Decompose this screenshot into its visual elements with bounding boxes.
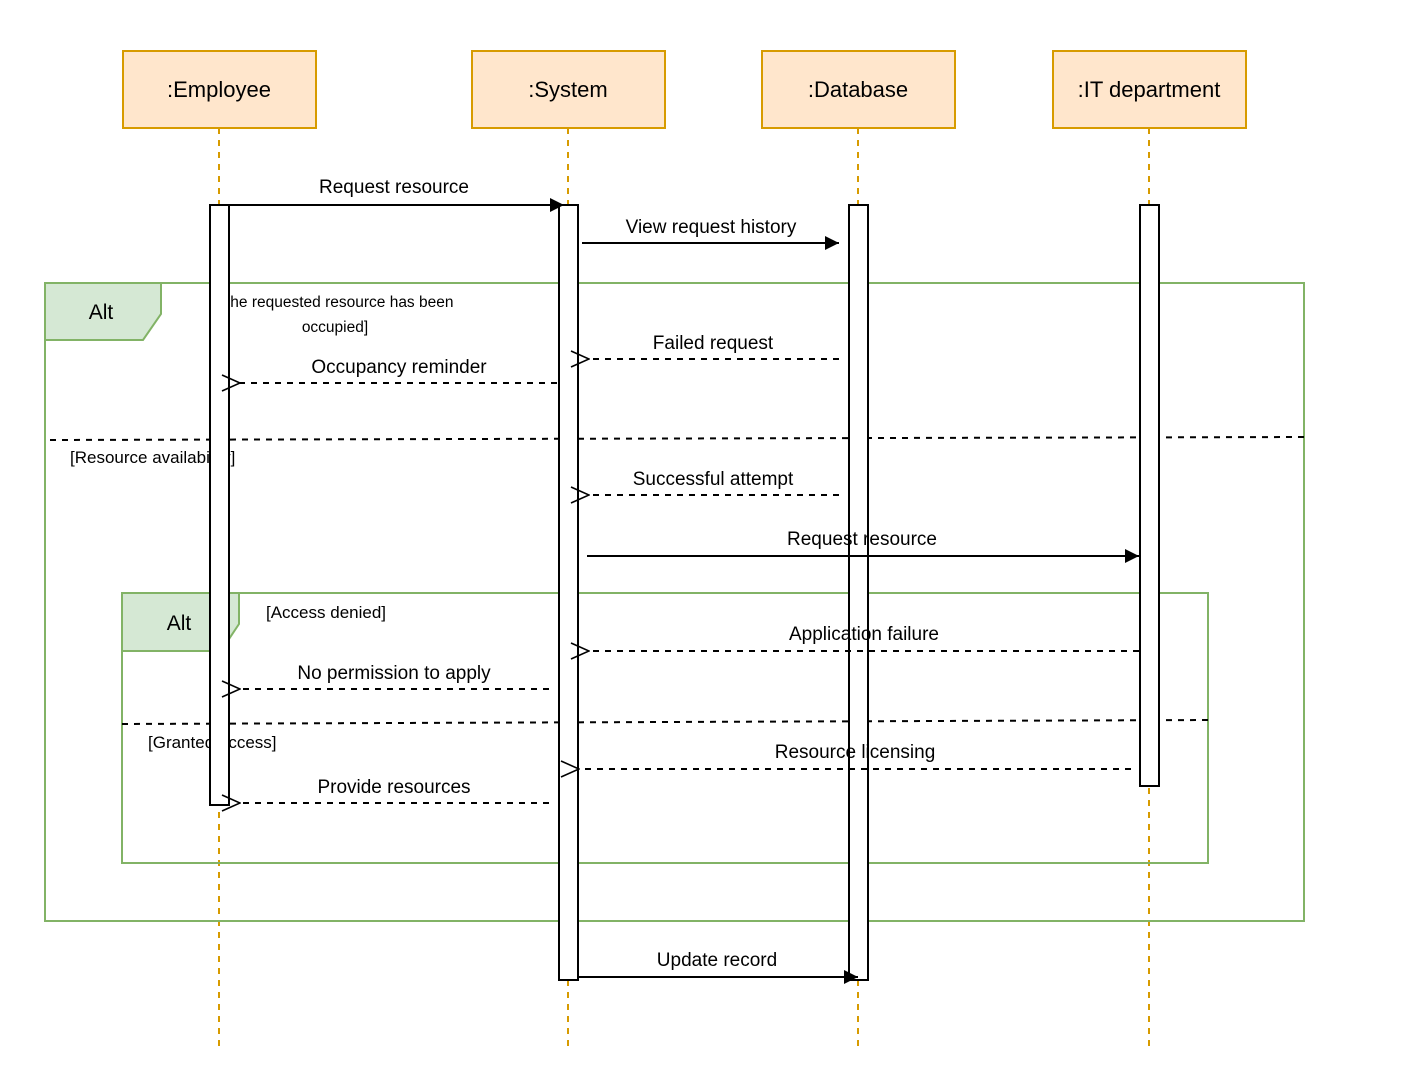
alt-frame-outer-tag-label: Alt [89, 301, 114, 324]
participants: :Employee :System :Database :IT departme… [122, 50, 1247, 129]
alt-frame-inner-tag-label: Alt [167, 612, 192, 635]
message-request-resource-label: Request resource [319, 177, 469, 198]
alt-frame-outer-guard-1-line-2: occupied] [302, 319, 368, 336]
message-application-failure[interactable]: Application failure [589, 624, 1139, 651]
alt-frame-inner-border [121, 592, 1209, 864]
message-no-permission[interactable]: No permission to apply [240, 663, 549, 689]
message-update-record-label: Update record [657, 950, 777, 971]
message-successful-attempt[interactable]: Successful attempt [589, 469, 839, 495]
lifelines [218, 128, 1150, 1052]
participant-system-box [471, 50, 666, 129]
alt-frame-inner-guard-1: [Access denied] [266, 603, 386, 622]
messages: Request resource View request history Fa… [229, 177, 1139, 984]
message-application-failure-label: Application failure [789, 624, 939, 645]
message-resource-licensing[interactable]: Resource licensing [579, 742, 1131, 769]
participant-it[interactable]: :IT department [1052, 50, 1247, 129]
message-failed-request[interactable]: Failed request [589, 333, 839, 359]
message-view-request-history[interactable]: View request history [582, 217, 839, 250]
participant-database[interactable]: :Database [761, 50, 956, 129]
message-request-resource-it[interactable]: Request resource [587, 529, 1139, 563]
activation-bar-database [848, 204, 869, 981]
alt-frame-outer-border [44, 282, 1305, 922]
alt-frame-inner-separator [121, 719, 1209, 725]
message-provide-resources-label: Provide resources [317, 777, 470, 798]
participant-employee[interactable]: :Employee [122, 50, 317, 129]
activation-bar-employee [209, 204, 230, 806]
alt-frame-outer-guard-2: [Resource availability] [70, 448, 235, 467]
alt-frame-inner: Alt [Access denied] [Granted access] [121, 592, 1209, 864]
message-resource-licensing-label: Resource licensing [775, 742, 936, 763]
message-occupancy-reminder-label: Occupancy reminder [311, 357, 487, 378]
participant-it-label: :IT department [1078, 77, 1221, 102]
activation-bar-system [558, 204, 579, 981]
participant-system[interactable]: :System [471, 50, 666, 129]
message-view-request-history-label: View request history [626, 217, 797, 238]
alt-frame-outer-separator [49, 436, 1305, 441]
alt-frame-outer: Alt [The requested resource has been occ… [44, 282, 1305, 922]
participant-it-box [1052, 50, 1247, 129]
message-failed-request-label: Failed request [653, 333, 774, 354]
message-occupancy-reminder[interactable]: Occupancy reminder [240, 357, 557, 383]
participant-employee-box [122, 50, 317, 129]
message-successful-attempt-label: Successful attempt [633, 469, 794, 490]
participant-employee-label: :Employee [167, 77, 271, 102]
message-request-resource[interactable]: Request resource [229, 177, 564, 212]
message-request-resource-it-label: Request resource [787, 529, 937, 550]
alt-frame-outer-tag [44, 282, 162, 341]
participant-database-box [761, 50, 956, 129]
activation-bar-it [1139, 204, 1160, 787]
message-provide-resources[interactable]: Provide resources [240, 777, 549, 803]
message-no-permission-label: No permission to apply [297, 663, 491, 684]
participant-database-label: :Database [808, 77, 908, 102]
participant-system-label: :System [528, 77, 607, 102]
alt-frame-outer-guard-1: [The requested resource has been [217, 294, 454, 311]
message-update-record[interactable]: Update record [578, 950, 858, 984]
activation-bars [209, 204, 1160, 981]
